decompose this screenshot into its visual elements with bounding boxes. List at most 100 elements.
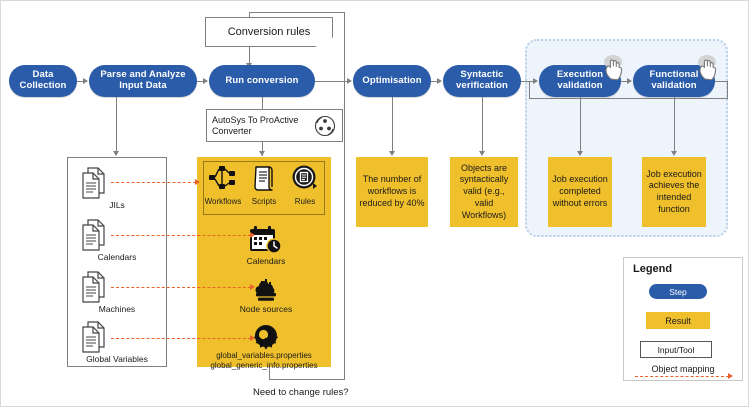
legend-mapping-label: Object mapping xyxy=(651,364,715,374)
step-parse-analyze[interactable]: Parse and Analyze Input Data xyxy=(89,65,197,97)
proactive-logo-icon xyxy=(314,115,336,137)
output-label-calendars: Calendars xyxy=(246,256,286,266)
input-label-calendars: Calendars xyxy=(97,252,137,262)
legend-step-swatch[interactable]: Step xyxy=(649,284,707,299)
legend-tool-swatch: Input/Tool xyxy=(640,341,712,358)
object-mapping-arrowhead xyxy=(250,335,255,341)
input-label-jils: JILs xyxy=(109,200,125,210)
object-mapping-machines xyxy=(111,287,251,288)
step-label: Data Collection xyxy=(19,69,67,91)
legend-result-swatch: Result xyxy=(646,312,710,329)
connector-arrowhead xyxy=(533,77,538,84)
workflow-graph-icon xyxy=(209,166,235,189)
step-label: Syntactic verification xyxy=(456,69,508,91)
connector-arrowhead xyxy=(478,151,485,156)
step-run-conversion[interactable]: Run conversion xyxy=(209,65,315,97)
validation-loop-left xyxy=(529,81,530,99)
legend-mapping-arrowhead xyxy=(728,373,733,379)
feedback-line-top xyxy=(249,12,345,13)
output-label-node-sources: Node sources xyxy=(239,304,293,314)
step-optimisation[interactable]: Optimisation xyxy=(353,65,431,97)
connector-arrowhead xyxy=(670,151,677,156)
rules-badge-icon xyxy=(292,165,317,189)
connector-func-result xyxy=(674,97,675,153)
connector-arrowhead xyxy=(112,151,119,156)
connector-opt-result xyxy=(392,97,393,153)
legend-mapping-arrow xyxy=(635,376,729,377)
calendar-clock-icon xyxy=(250,226,282,254)
input-label-global-variables: Global Variables xyxy=(86,354,148,364)
object-mapping-arrowhead xyxy=(195,179,200,185)
connector-tool-outputs xyxy=(262,142,263,156)
hand-cursor-icon xyxy=(604,55,623,81)
connector-arrowhead xyxy=(83,77,88,84)
output-label-scripts: Scripts xyxy=(251,197,277,206)
step-data-collection[interactable]: Data Collection xyxy=(9,65,77,97)
connector-pa-rc xyxy=(197,81,204,82)
global-properties-line2: global_generic_info.properties xyxy=(210,361,318,370)
connector-opt-syn xyxy=(431,81,438,82)
result-syntactic: Objects are syntactically valid (e.g., v… xyxy=(450,157,518,227)
step-label: Functional validation xyxy=(649,69,699,91)
feedback-line-bottom xyxy=(269,379,345,380)
conversion-rules-label: Conversion rules xyxy=(227,26,311,38)
connector-syn-result xyxy=(482,97,483,153)
connector-arrowhead xyxy=(203,77,208,84)
legend-step-label: Step xyxy=(669,286,687,297)
connector-rc-tool xyxy=(262,97,263,109)
connector-dc-pa xyxy=(77,81,84,82)
output-label-rules: Rules xyxy=(294,197,316,206)
connector-arrowhead xyxy=(627,77,632,84)
result-functional-validation: Job execution achieves the intended func… xyxy=(642,157,706,227)
feedback-line-right-vertical xyxy=(344,12,345,379)
conversion-rules-box[interactable] xyxy=(205,17,333,47)
result-text: Job execution completed without errors xyxy=(552,174,608,208)
validation-loop-right xyxy=(727,81,728,99)
input-label-machines: Machines xyxy=(98,304,136,314)
feedback-loop-label: Need to change rules? xyxy=(253,387,349,398)
output-label-global-properties: global_variables.properties global_gener… xyxy=(199,351,329,371)
step-label: Execution validation xyxy=(556,69,604,91)
validation-loop-bottom xyxy=(529,98,728,99)
autosys-converter-box[interactable] xyxy=(206,109,343,142)
result-text: Objects are syntactically valid (e.g., v… xyxy=(459,162,509,220)
connector-arrowhead xyxy=(437,77,442,84)
result-text: Job execution achieves the intended func… xyxy=(646,168,702,214)
gear-key-icon xyxy=(253,325,279,350)
rules-out-line xyxy=(249,47,250,65)
legend-result-label: Result xyxy=(665,315,691,326)
legend-title: Legend xyxy=(633,263,673,275)
validation-loop-top xyxy=(715,81,728,82)
object-mapping-calendars xyxy=(111,235,251,236)
step-label: Optimisation xyxy=(362,74,422,86)
server-cloud-icon xyxy=(255,279,276,301)
outputs-group-box xyxy=(203,161,325,215)
document-stack-icon xyxy=(82,219,105,251)
connector-exec-result xyxy=(580,97,581,153)
result-optimisation: The number of workflows is reduced by 40… xyxy=(356,157,428,227)
document-stack-icon xyxy=(82,167,105,199)
autosys-converter-label: AutoSys To ProActive Converter xyxy=(212,113,312,139)
step-label: Run conversion xyxy=(225,74,299,86)
connector-syn-exec xyxy=(521,81,534,82)
object-mapping-jils xyxy=(111,182,196,183)
scroll-icon xyxy=(254,166,273,191)
object-mapping-arrowhead xyxy=(250,232,255,238)
document-stack-icon xyxy=(82,321,105,353)
object-mapping-arrowhead xyxy=(250,284,255,290)
connector-exec-func xyxy=(621,81,628,82)
tool-label-text: AutoSys To ProActive Converter xyxy=(212,115,299,136)
hand-cursor-icon xyxy=(698,55,717,81)
document-stack-icon xyxy=(82,271,105,303)
connector-pa-inputs xyxy=(116,97,117,155)
step-label: Parse and Analyze Input Data xyxy=(100,69,186,91)
output-label-workflows: Workflows xyxy=(204,197,242,206)
object-mapping-global-variables xyxy=(111,338,251,339)
result-execution-validation: Job execution completed without errors xyxy=(548,157,612,227)
result-text: The number of workflows is reduced by 40… xyxy=(359,174,425,208)
connector-rc-opt xyxy=(315,81,348,82)
step-syntactic-verification[interactable]: Syntactic verification xyxy=(443,65,521,97)
legend-tool-label: Input/Tool xyxy=(657,344,695,355)
connector-arrowhead xyxy=(258,151,265,156)
